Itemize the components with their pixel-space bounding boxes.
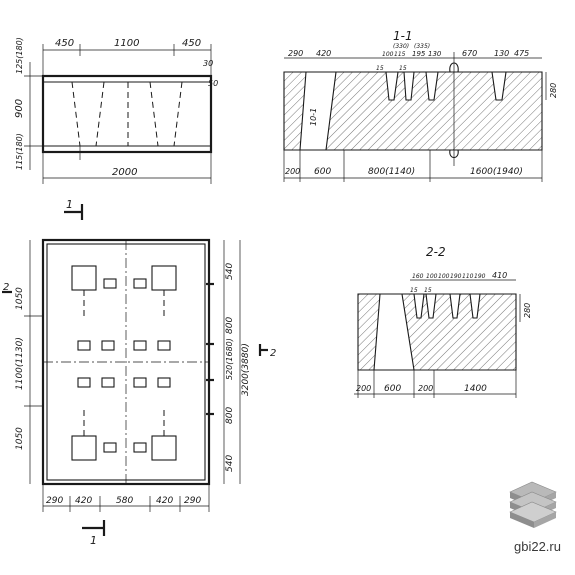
watermark-text: gbi22.ru	[514, 539, 561, 554]
s2-top-dim-5: 110	[462, 273, 474, 280]
plan-left-dim-1: 125(180)	[15, 37, 24, 74]
s1-top-dim-7: 195	[412, 50, 426, 58]
plan-view: 450 1100 450 125(180) 900 115(180) 30 50…	[14, 37, 218, 220]
s2-right-dim: 280	[523, 303, 532, 318]
s1-top-dim-10: 130	[494, 49, 509, 58]
top-bottom-dim-2: 420	[75, 496, 92, 506]
plan-top-dim-3: 450	[182, 38, 201, 49]
top-bottom-dim-1: 290	[46, 496, 63, 506]
plan-top-dim-1: 450	[55, 38, 74, 49]
s2-top-dim-4: 190	[450, 273, 462, 280]
top-right-dim-4: 800	[225, 407, 235, 424]
s2-top-dim-7: 410	[492, 271, 507, 280]
s1-top-dim-2: 420	[316, 49, 331, 58]
s1-right-dim: 280	[549, 83, 558, 98]
top-section-mark-bottom: 1	[90, 534, 97, 547]
s1-bottom-dim-2: 600	[314, 167, 331, 177]
s1-bottom-dim-3: 800(1140)	[368, 167, 415, 177]
top-bottom-dim-4: 420	[156, 496, 173, 506]
section-2-title: 2-2	[426, 245, 446, 259]
top-bottom-dim-3: 580	[116, 496, 133, 506]
s1-top-dim-8: 130	[428, 50, 442, 58]
section-2-2: 2-2 160 100 100 190 110 190 410 15 15 28…	[354, 245, 532, 398]
top-right-outer-dim: 3200(3880)	[241, 343, 251, 396]
top-right-dim-3: 520(1680)	[225, 338, 234, 380]
watermark: gbi22.ru	[509, 481, 561, 554]
plan-left-dim-2: 900	[14, 99, 25, 118]
s2-top-dim-3: 100	[438, 273, 450, 280]
plan-bottom-dim: 2000	[112, 167, 137, 178]
top-section-mark-left: 2	[3, 282, 9, 293]
top-left-dim-3: 1050	[15, 427, 25, 450]
s1-height-dim: 10-1	[309, 108, 318, 126]
s2-small-label-1: 15	[410, 287, 418, 294]
s1-small-label-1: 15	[376, 65, 384, 72]
s1-top-dim-11: 475	[514, 49, 529, 58]
top-right-dim-5: 540	[225, 455, 235, 472]
s1-top-dim-9: 670	[462, 49, 477, 58]
plan-right-dim-1: 30	[203, 59, 213, 68]
s1-top-dim-5: (335)	[414, 43, 430, 50]
s1-top-dim-1: 290	[288, 49, 303, 58]
s2-top-dim-6: 190	[474, 273, 486, 280]
s2-bottom-dim-3: 200	[418, 384, 433, 393]
top-section-mark-right: 2	[270, 348, 276, 359]
plan-left-dim-3: 115(180)	[15, 133, 24, 170]
s2-top-dim-2: 100	[426, 273, 438, 280]
stacked-slabs-icon	[509, 481, 557, 528]
s1-top-dim-6: 115	[394, 51, 406, 58]
top-right-dim-2: 800	[225, 317, 235, 334]
top-right-dim-1: 540	[225, 263, 235, 280]
plan-top-dim-2: 1100	[114, 38, 139, 49]
plan-right-dim-2: 50	[208, 79, 218, 88]
top-left-dim-1: 1050	[15, 287, 25, 310]
top-view: 1050 1100(1130) 1050 2 540 800 520(1680)…	[2, 238, 276, 547]
s2-bottom-dim-1: 200	[356, 384, 371, 393]
section-1-1: 1-1 290 420 100 (330) (335) 115 195 130 …	[283, 29, 558, 182]
s1-top-dim-3: 100	[382, 51, 394, 58]
s1-small-label-2: 15	[399, 65, 407, 72]
s2-small-label-2: 15	[424, 287, 432, 294]
s2-bottom-dim-2: 600	[384, 384, 401, 394]
section-1-title: 1-1	[393, 29, 413, 43]
plan-section-mark: 1	[66, 198, 73, 211]
top-bottom-dim-5: 290	[184, 496, 201, 506]
s2-bottom-dim-4: 1400	[464, 384, 487, 394]
s2-top-dim-1: 160	[412, 273, 424, 280]
plan-outline	[41, 74, 213, 154]
s1-top-dim-4: (330)	[393, 43, 409, 50]
s1-bottom-dim-1: 200	[285, 167, 300, 176]
top-left-dim-2: 1100(1130)	[15, 337, 25, 390]
s1-bottom-dim-4: 1600(1940)	[470, 167, 523, 177]
